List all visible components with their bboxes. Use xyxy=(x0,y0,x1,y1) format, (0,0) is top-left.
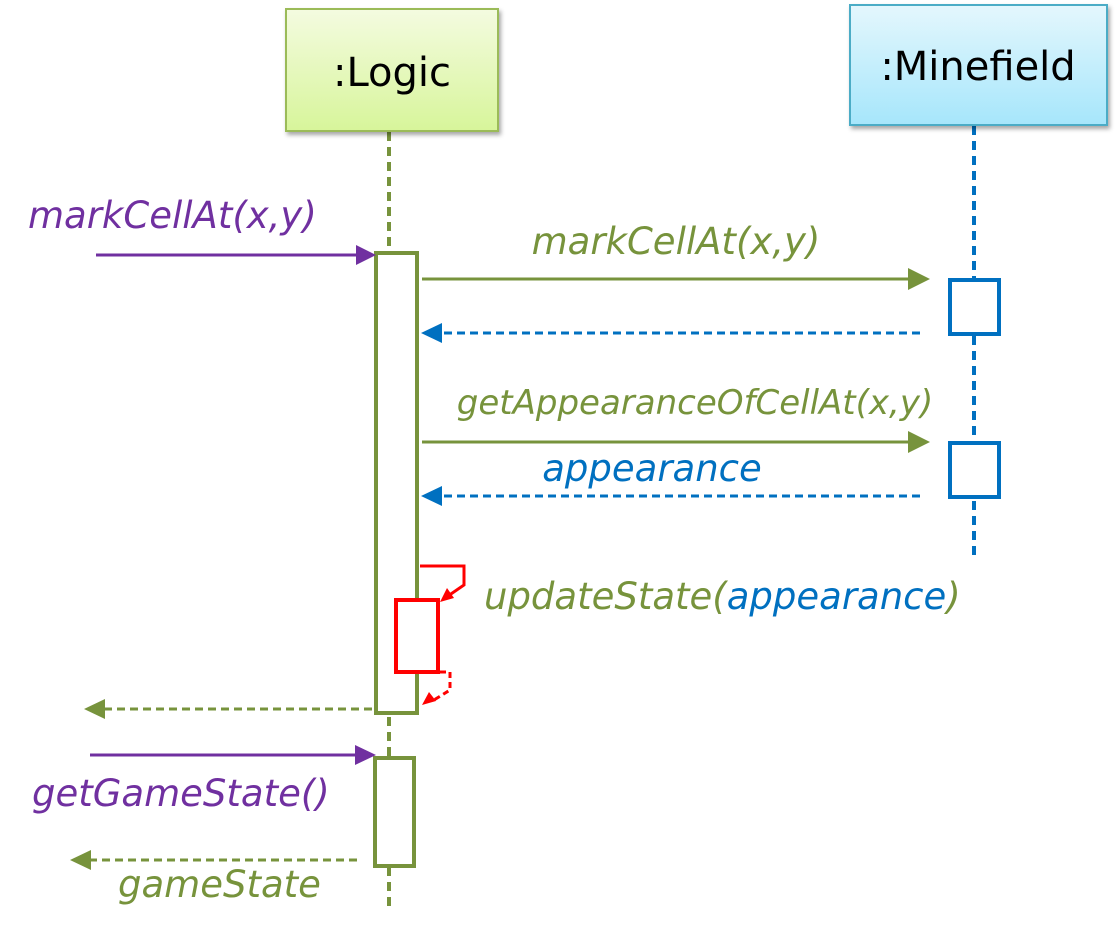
participant-minefield: :Minefield xyxy=(849,4,1108,126)
message-return-gamestate: gameState xyxy=(70,850,357,906)
message-label-getappearance: getAppearanceOfCellAt(x,y) xyxy=(457,383,933,423)
message-return-markcellat xyxy=(421,323,920,343)
message-getappearance: getAppearanceOfCellAt(x,y) xyxy=(422,383,933,453)
logic-activation-2 xyxy=(373,756,416,868)
message-label-updatestate: updateState(appearance) xyxy=(484,575,961,618)
updatestate-prefix: updateState( xyxy=(484,575,728,618)
message-return-markcellat-external xyxy=(84,699,372,719)
message-label-getgamestate: getGameState() xyxy=(32,772,330,815)
message-label-appearance: appearance xyxy=(542,447,762,490)
participant-logic: :Logic xyxy=(285,8,499,132)
message-getgamestate: getGameState() xyxy=(32,745,376,815)
message-label-markcellat-external: markCellAt(x,y) xyxy=(28,194,317,237)
updatestate-arg: appearance xyxy=(727,575,947,618)
message-return-appearance: appearance xyxy=(421,447,920,506)
participant-minefield-label: :Minefield xyxy=(880,44,1075,90)
minefield-activation-2 xyxy=(948,441,1001,499)
minefield-activation-1 xyxy=(948,278,1001,336)
message-label-gamestate: gameState xyxy=(118,863,321,906)
message-label-markcellat-minefield: markCellAt(x,y) xyxy=(532,220,821,263)
message-self-updatestate: updateState(appearance) xyxy=(420,564,961,705)
message-markcellat-minefield: markCellAt(x,y) xyxy=(422,220,930,290)
updatestate-suffix: ) xyxy=(943,575,960,618)
logic-self-activation xyxy=(394,598,440,674)
participant-logic-label: :Logic xyxy=(333,50,451,96)
message-markcellat-external: markCellAt(x,y) xyxy=(28,194,376,265)
